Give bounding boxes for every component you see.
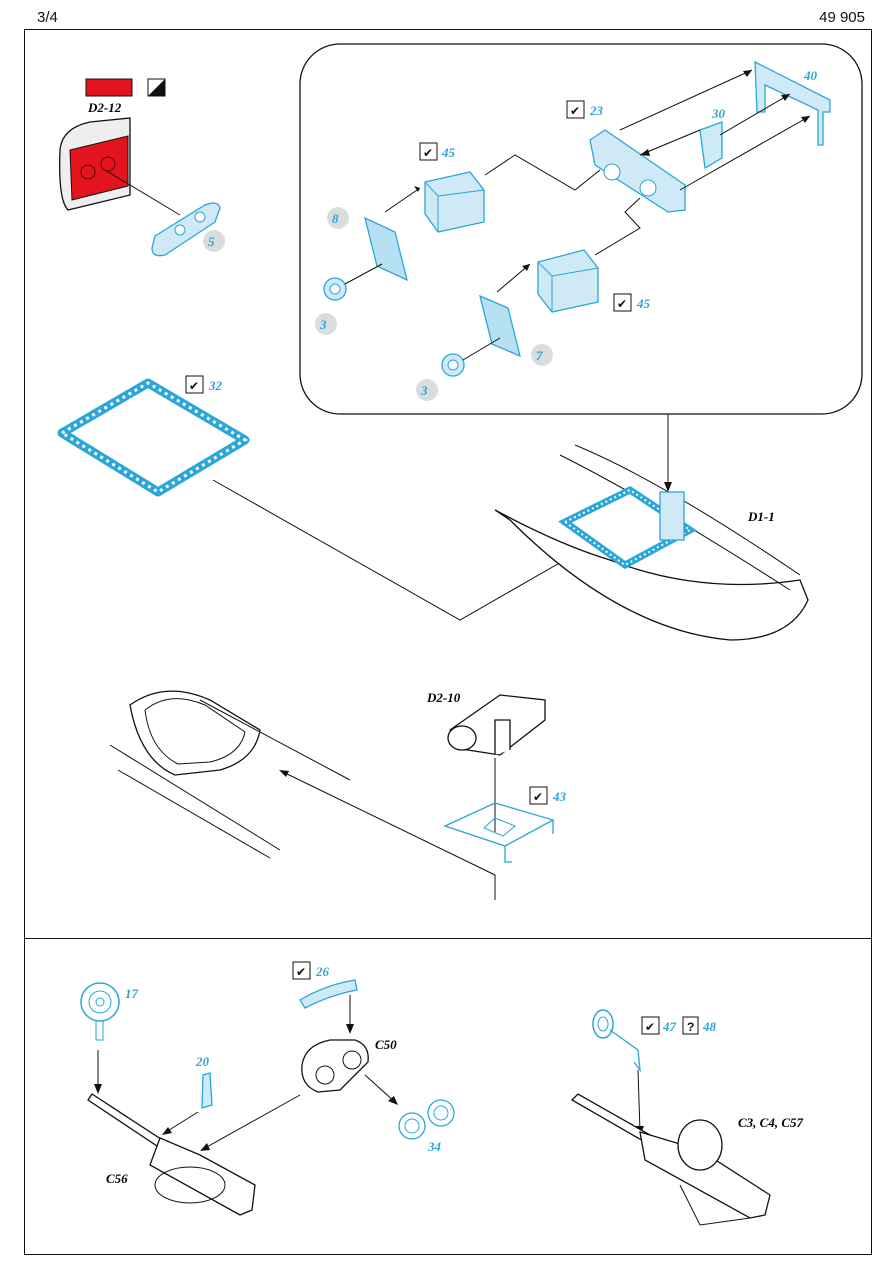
part-number-3b: 3 (420, 383, 428, 398)
label-d2-12: D2-12 (87, 100, 122, 115)
bezel-part-3b (441, 353, 465, 377)
part-number-32: 32 (208, 378, 223, 393)
part-number-3a: 3 (319, 317, 327, 332)
part-number-7: 7 (536, 348, 543, 363)
part-number-34: 34 (427, 1139, 442, 1154)
sight-post-20 (201, 1072, 213, 1109)
sight-c50 (301, 1039, 369, 1093)
panel-part-5 (151, 202, 221, 257)
part-number-8: 8 (332, 211, 339, 226)
instrument-panel-d2-12 (59, 117, 131, 211)
kit-number: 49 905 (819, 9, 865, 26)
part-number-47: 47 (662, 1019, 677, 1034)
part-number-40: 40 (803, 68, 818, 83)
gun-c3-c4-c57 (570, 1093, 771, 1226)
panel-part-23 (589, 129, 686, 213)
label-c56: C56 (106, 1171, 128, 1186)
part-number-48: 48 (702, 1019, 717, 1034)
instrument-plate-8 (364, 216, 408, 282)
bracket-part-30 (699, 121, 723, 170)
instrument-plate-7 (479, 294, 521, 358)
page-number: 3/4 (37, 9, 58, 26)
check-icon: ✔ (423, 146, 433, 160)
ring-sight-17 (80, 982, 120, 1041)
part-number-43: 43 (552, 789, 567, 804)
instrument-stack-45a (424, 171, 485, 233)
instruction-frame (24, 29, 872, 1255)
label-c3-c4-c57: C3, C4, C57 (738, 1115, 804, 1130)
section-divider (25, 938, 871, 939)
part-number-20: 20 (195, 1054, 210, 1069)
check-icon-7: ✔ (645, 1020, 655, 1034)
part-number-17: 17 (125, 986, 139, 1001)
frame-part-40 (754, 60, 831, 146)
part-number-23: 23 (589, 103, 604, 118)
gun-c56 (87, 1093, 256, 1216)
question-icon: ? (687, 1020, 694, 1034)
spring-part-34 (398, 1099, 455, 1140)
cockpit-opening (109, 690, 351, 859)
part-number-45b: 45 (636, 296, 651, 311)
paint-swatch (85, 78, 166, 97)
check-icon-4: ✔ (189, 379, 199, 393)
gunsight-d2-10 (447, 694, 546, 756)
check-icon-3: ✔ (617, 297, 627, 311)
frame-part-32 (57, 378, 250, 497)
check-icon-5: ✔ (533, 790, 543, 804)
part-number-30: 30 (711, 106, 726, 121)
check-icon-6: ✔ (296, 965, 306, 979)
label-d2-10: D2-10 (426, 690, 461, 705)
label-c50: C50 (375, 1037, 397, 1052)
bezel-part-3a (323, 277, 347, 301)
part-number-26: 26 (315, 964, 330, 979)
check-icon-2: ✔ (570, 104, 580, 118)
ring-sight-47 (592, 1009, 641, 1073)
label-d1-1: D1-1 (747, 509, 775, 524)
cockpit-floor-d1-1 (494, 444, 809, 641)
part-number-5: 5 (208, 234, 215, 249)
mount-part-43 (443, 802, 555, 863)
strap-part-26 (299, 979, 358, 1009)
part-number-45a: 45 (441, 145, 456, 160)
instrument-stack-45b (537, 249, 599, 313)
